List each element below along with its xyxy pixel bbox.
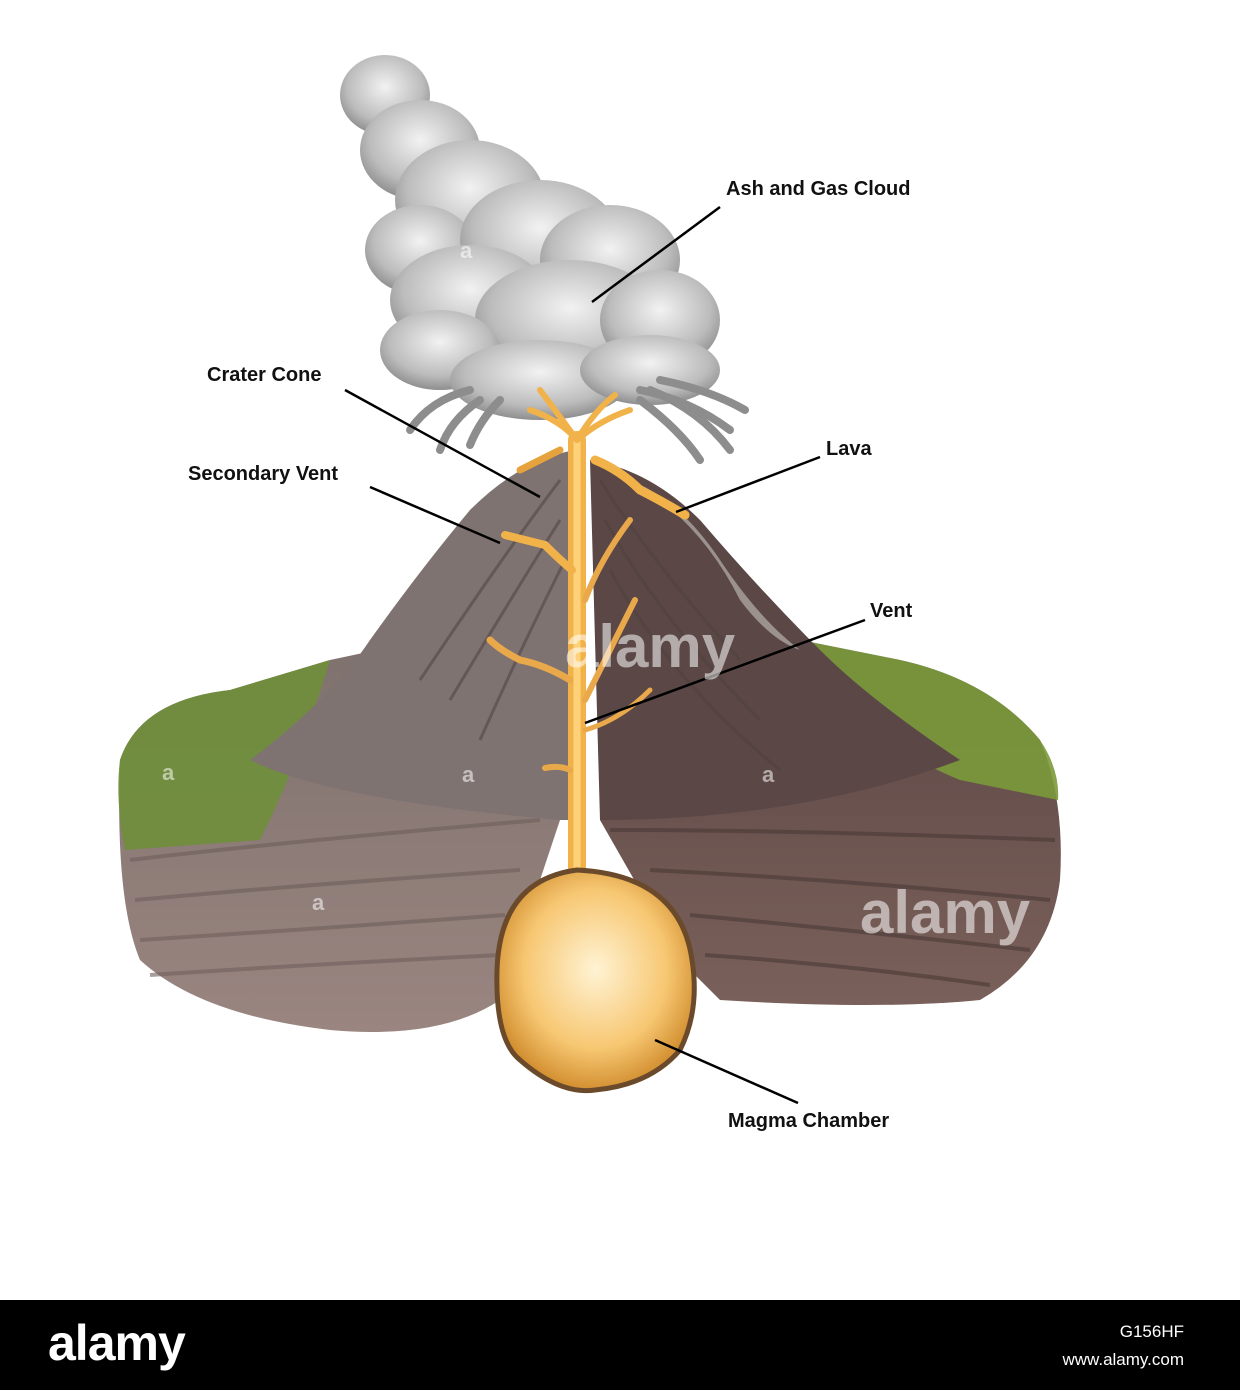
watermark-letter-4: a [762, 762, 775, 787]
footer-image-id: G156HF [1119, 1322, 1184, 1341]
watermark-letter-1: a [460, 238, 473, 263]
magma-chamber-shape [494, 867, 697, 1094]
leader-magma-chamber [654, 1038, 799, 1105]
label-vent: Vent [870, 600, 913, 622]
strata-lines-left [129, 818, 541, 977]
footer-logo: alamy [48, 1315, 186, 1371]
leader-vent [584, 618, 866, 725]
smoke-tendrils [406, 376, 749, 464]
strata-lines-right [609, 828, 1056, 987]
lava-spray-left [527, 387, 580, 443]
secondary-vent-upper [501, 531, 576, 574]
watermark-letter-2: a [162, 760, 175, 785]
watermark-center: alamy [565, 613, 736, 680]
label-ash-gas-cloud: Ash and Gas Cloud [726, 178, 911, 200]
leader-secondary-vent [369, 485, 501, 545]
lava-spray-right [574, 392, 633, 443]
cone-right-flank [590, 460, 960, 820]
label-crater-cone: Crater Cone [207, 364, 322, 386]
label-secondary-vent: Secondary Vent [188, 463, 339, 485]
secondary-vent-branch-5 [582, 687, 653, 733]
leader-lava [675, 455, 821, 514]
leader-lines [344, 205, 866, 1105]
leader-ash-cloud [591, 205, 721, 304]
volcano-diagram [118, 55, 1061, 1105]
label-magma-chamber: Magma Chamber [728, 1110, 890, 1132]
secondary-vent-branch-3 [582, 517, 633, 603]
lava-flow-right [590, 455, 690, 520]
leader-crater-cone [344, 388, 541, 499]
lava-flow-left [516, 446, 564, 474]
footer-url: www.alamy.com [1062, 1350, 1184, 1369]
label-lava: Lava [826, 438, 872, 460]
watermark-right: alamy [860, 879, 1031, 946]
ash-gas-cloud [340, 55, 720, 420]
watermark-letter-5: a [312, 890, 325, 915]
secondary-vent-branch-1 [486, 636, 574, 684]
cone-layer-lines [418, 479, 781, 772]
lava-system [486, 387, 690, 909]
grass-left [118, 660, 330, 850]
watermark-letter-3: a [462, 762, 475, 787]
secondary-vent-branch-2 [542, 763, 573, 773]
grass-right [800, 640, 1059, 800]
secondary-vent-branch-4 [582, 597, 638, 703]
footer-bar: alamy G156HF www.alamy.com [0, 1300, 1240, 1390]
